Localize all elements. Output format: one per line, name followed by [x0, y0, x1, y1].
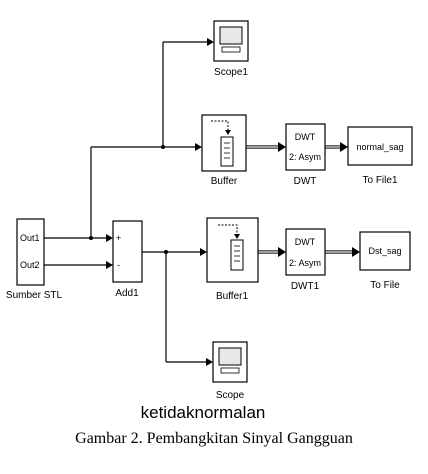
dwt1-block[interactable]: DWT 2: Asym DWT1 — [285, 228, 326, 292]
arrow-dwt — [278, 142, 286, 152]
add1-label: Add1 — [115, 288, 139, 299]
add1-plus-sign: + — [116, 233, 121, 243]
arrow-scope1 — [207, 38, 214, 46]
branch-point-3 — [164, 250, 168, 254]
buffer-block[interactable]: Buffer — [201, 114, 247, 187]
source-subsystem-block[interactable]: Out1 Out2 Sumber STL — [6, 218, 63, 301]
source-port-out2: Out2 — [20, 260, 40, 270]
scope1-screen-icon — [219, 26, 243, 45]
branch-point-2 — [161, 145, 165, 149]
arrow-add-minus — [106, 261, 113, 269]
arrow-tofile — [352, 247, 360, 257]
source-label: Sumber STL — [6, 290, 63, 301]
dwt1-label: DWT1 — [291, 281, 320, 292]
tofile-label: To File — [370, 280, 400, 291]
tofile1-block[interactable]: normal_sag To File1 — [347, 126, 413, 186]
buffer-stack-icon — [220, 136, 234, 167]
buffer1-block[interactable]: Buffer1 — [206, 217, 259, 302]
source-port-out1: Out1 — [20, 233, 40, 243]
scope1-block[interactable]: Scope1 — [213, 20, 249, 78]
add1-minus-sign: - — [117, 260, 120, 270]
figure-caption: Gambar 2. Pembangkitan Sinyal Gangguan — [75, 430, 353, 447]
arrow-scope — [206, 358, 213, 366]
add1-block[interactable]: + - Add1 — [112, 220, 143, 299]
arrow-buffer1 — [200, 248, 207, 256]
scope-label: Scope — [216, 390, 245, 401]
tofile1-filename: normal_sag — [356, 142, 403, 152]
tofile-filename: Dst_sag — [368, 246, 401, 256]
tofile1-label: To File1 — [362, 175, 397, 186]
scope1-label: Scope1 — [214, 67, 248, 78]
tofile-block[interactable]: Dst_sag To File — [359, 231, 411, 291]
branch-point-1 — [89, 236, 93, 240]
dwt1-line2: 2: Asym — [289, 258, 321, 268]
scope-block[interactable]: Scope — [212, 341, 248, 401]
buffer1-label: Buffer1 — [216, 291, 248, 302]
buffer1-arrow-icon — [218, 224, 238, 236]
dwt-line1: DWT — [295, 132, 316, 142]
arrow-add-plus — [106, 234, 113, 242]
buffer-label: Buffer — [211, 176, 238, 187]
dwt1-line1: DWT — [295, 237, 316, 247]
scope-screen-icon — [218, 347, 242, 366]
signal-lines — [44, 38, 360, 366]
buffer1-stack-icon — [230, 239, 244, 271]
arrow-dwt1 — [278, 247, 286, 257]
arrow-buffer — [195, 143, 202, 151]
overlay-text: ketidaknormalan — [141, 403, 266, 422]
dwt-label: DWT — [294, 176, 317, 187]
dwt-block[interactable]: DWT 2: Asym DWT — [285, 123, 326, 187]
arrow-tofile1 — [340, 142, 348, 152]
dwt-line2: 2: Asym — [289, 152, 321, 162]
